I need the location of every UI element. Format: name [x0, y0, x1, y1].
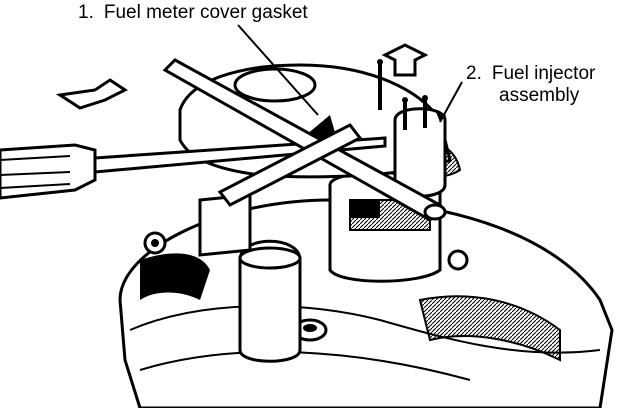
removal-arrows: [55, 43, 429, 110]
callout-2-text-line2: assembly: [499, 85, 580, 106]
callout-fuel-meter-cover-gasket: 1. Fuel meter cover gasket: [78, 2, 308, 24]
fuel-injector-assembly: [377, 59, 447, 198]
crossed-rods: [162, 58, 447, 222]
callout-2-text: Fuel injector: [491, 63, 596, 84]
mounting-screws: [143, 231, 469, 342]
leader-lines: [237, 24, 463, 123]
callout-2-number: 2.: [466, 63, 482, 84]
callout-fuel-injector-assembly: 2. Fuel injector assembly: [466, 63, 595, 107]
callout-1-text: Fuel meter cover gasket: [103, 2, 308, 23]
callout-1-number: 1.: [78, 2, 94, 23]
